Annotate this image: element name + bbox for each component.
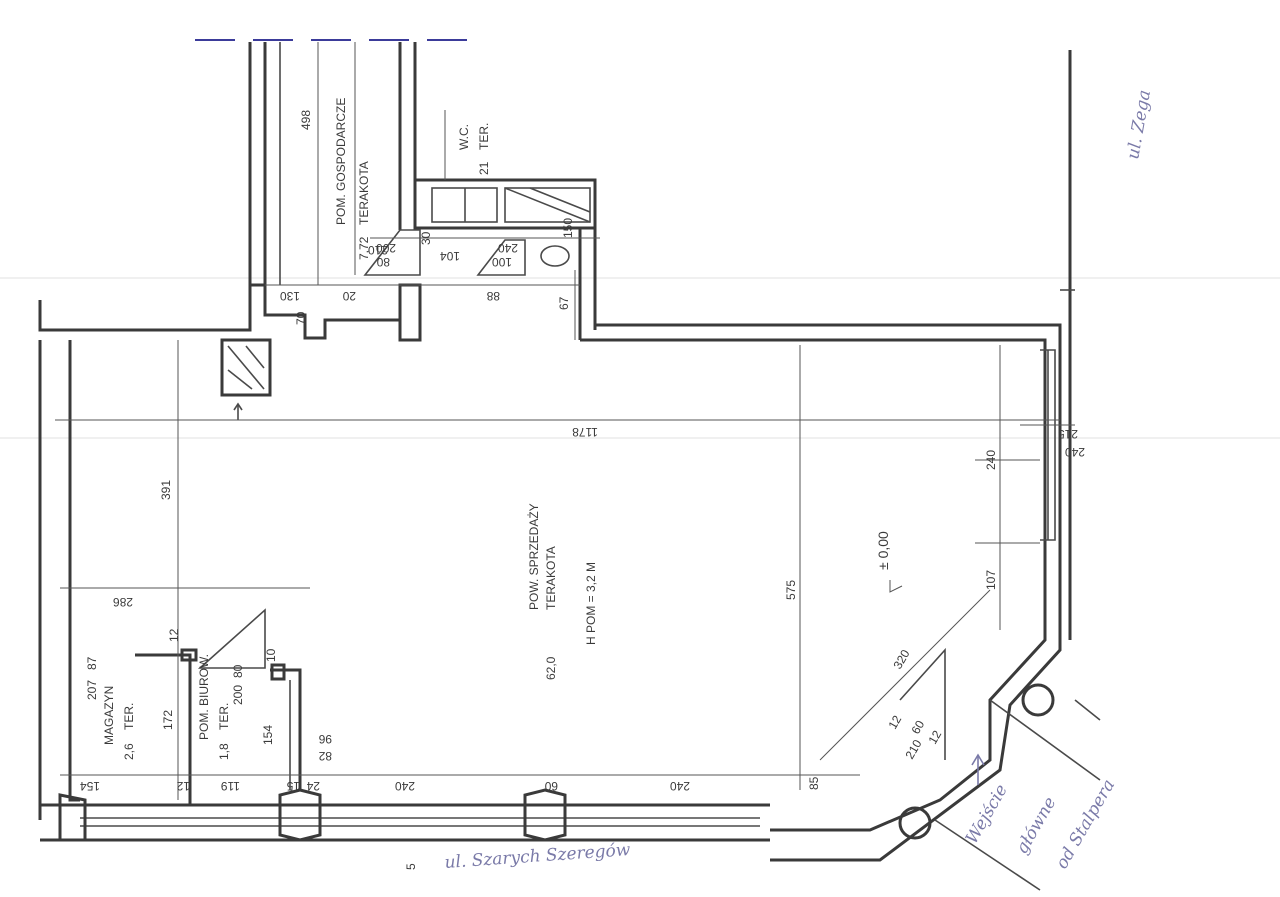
- office-floor: TER.: [217, 703, 231, 730]
- dim-96: 96: [318, 732, 332, 746]
- street-label-bottom: ul. Szarych Szeregów: [444, 840, 631, 873]
- dim-119: 119: [221, 779, 240, 793]
- storage-area: 2,6: [122, 743, 136, 760]
- dim-150: 210: [902, 737, 924, 762]
- dim-85: 85: [807, 776, 821, 790]
- wc-name: W.C.: [457, 124, 471, 150]
- dim-240-b: 240: [670, 779, 690, 793]
- dim-215: 215: [1058, 427, 1078, 441]
- main-outline: [38, 50, 1075, 862]
- dim-12-a: 12: [176, 779, 190, 793]
- sales-room-height: H POM = 3,2 M: [584, 562, 598, 645]
- dim-12-c: 10: [264, 648, 278, 662]
- dim-240-a: 240: [395, 779, 415, 793]
- dimension-lines: [55, 42, 1075, 800]
- utility-room-area: 7,72: [357, 236, 371, 260]
- dim-60-entrance: 12: [885, 713, 904, 732]
- dim-240-top: 88: [486, 289, 500, 303]
- door-wc-h: 240: [498, 241, 518, 255]
- dim-154-bottom: 154: [80, 779, 100, 793]
- storage-name: MAGAZYN: [102, 686, 116, 745]
- dim-12-b: 12: [167, 628, 181, 642]
- level-text: ± 0,00: [875, 531, 891, 570]
- entrance-arrow-icon: [971, 753, 985, 785]
- sales-room-floor: TERAKOTA: [544, 546, 558, 610]
- dim-172: 172: [161, 710, 175, 730]
- dim-60: 60: [544, 779, 558, 793]
- door-office-h: 200: [231, 685, 245, 705]
- column: [898, 806, 932, 840]
- storage-office-partitions: [135, 608, 302, 805]
- sales-room-name: POW. SPRZEDAŻY: [527, 503, 541, 610]
- street-label-right: ul. Zega: [1123, 88, 1155, 161]
- utility-room-name: POM. GOSPODARCZE: [334, 98, 348, 225]
- top-door-swings: [363, 229, 526, 276]
- dim-82: 82: [318, 749, 332, 763]
- dim-87: 87: [85, 656, 99, 670]
- bottom-facade: [40, 788, 770, 842]
- dim-88: 20: [342, 289, 356, 303]
- office-area: 1,8: [217, 743, 231, 760]
- dim-20: 70: [294, 311, 308, 325]
- dim-104: 67: [557, 296, 571, 310]
- dim-210-a: 60: [908, 718, 927, 737]
- corridor-walls: [248, 42, 417, 285]
- dim-130: 30: [419, 231, 433, 245]
- dimension-numbers: 1178 391 575 286 240 107 320 215 240 87 …: [80, 218, 1085, 870]
- dim-100: 104: [440, 249, 460, 263]
- dim-1178: 1178: [572, 425, 598, 439]
- entrance-note-line2: główne: [1012, 794, 1060, 858]
- dim-286: 286: [113, 595, 133, 609]
- utility-room-dim: 498: [299, 110, 313, 130]
- wc-block: [398, 178, 597, 342]
- dim-240-right: 240: [984, 450, 998, 470]
- dim-575: 575: [784, 580, 798, 600]
- dim-210-b: 12: [925, 728, 944, 747]
- column: [1021, 683, 1055, 717]
- dim-320: 320: [890, 647, 912, 672]
- dim-240-ext: 240: [1065, 445, 1085, 459]
- dim-67: 130: [280, 289, 300, 303]
- dim-24: 24: [306, 779, 320, 793]
- wc-floor: TER.: [477, 123, 491, 150]
- dim-207: 207: [85, 680, 99, 700]
- utility-room-floor: TERAKOTA: [357, 161, 371, 225]
- storage-floor: TER.: [122, 703, 136, 730]
- sales-room-area: 62,0: [544, 656, 558, 680]
- dim-154-office: 154: [261, 725, 275, 745]
- entrance-note-line3: od Stalpera: [1052, 776, 1119, 872]
- dim-391: 391: [159, 480, 173, 500]
- dim-12-d: 15: [286, 779, 300, 793]
- level-marker: ± 0,00: [875, 531, 903, 593]
- dim-107: 107: [984, 570, 998, 590]
- ventilation-shaft: [220, 338, 272, 420]
- dim-70: 210: [368, 243, 388, 257]
- wc-area: 21: [477, 161, 491, 175]
- door-wc-w: 100: [492, 255, 512, 269]
- entrance-vestibule: [899, 647, 1101, 891]
- office-name: POM. BIUROW.: [197, 654, 211, 740]
- dim-10: 5: [404, 863, 418, 870]
- dim-30: 150: [561, 218, 575, 238]
- door-office-w: 80: [231, 664, 245, 678]
- door-utility-w: 80: [376, 255, 390, 269]
- door-utility-h: 200: [376, 241, 396, 255]
